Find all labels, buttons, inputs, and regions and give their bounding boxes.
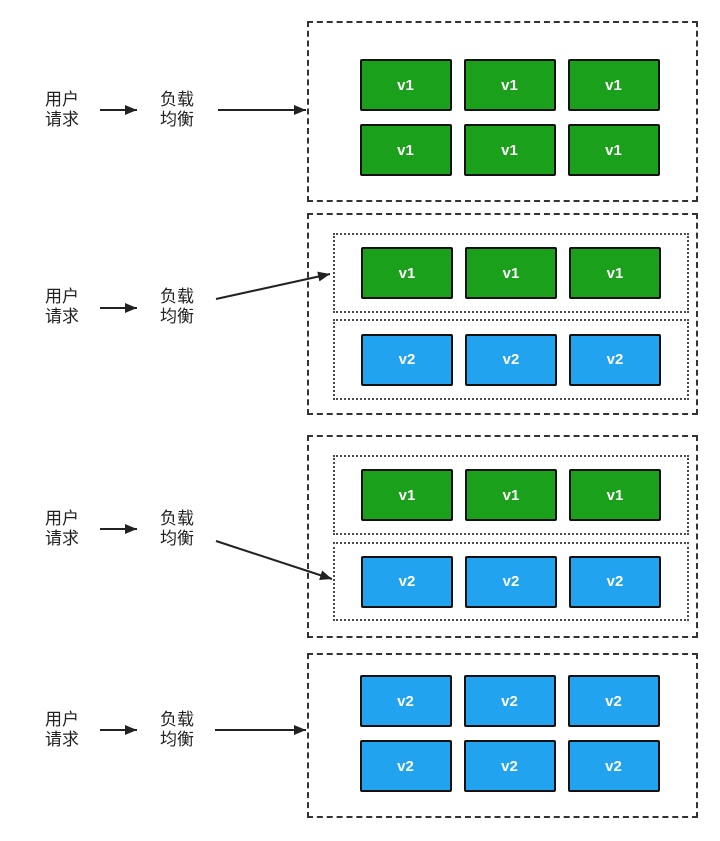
user-request-label: 用户 请求: [45, 287, 79, 327]
server-v2: v2: [567, 740, 660, 792]
server-v2: v2: [463, 740, 556, 792]
user-request-line2: 请求: [45, 529, 79, 548]
server-v1: v1: [361, 469, 453, 521]
user-request-line1: 用户: [45, 509, 79, 528]
server-row: v1 v1 v1: [361, 469, 661, 521]
server-v1: v1: [465, 469, 557, 521]
server-v2: v2: [465, 555, 557, 608]
user-request-line1: 用户: [45, 287, 79, 306]
user-request-line2: 请求: [45, 110, 79, 129]
load-balancer-line2: 均衡: [160, 307, 194, 326]
server-v2: v2: [567, 675, 660, 727]
stage2-v1-group: v1 v1 v1: [333, 233, 689, 313]
stage3-v1-group: v1 v1 v1: [333, 455, 689, 535]
user-request-label: 用户 请求: [45, 509, 79, 549]
load-balancer-label: 负载 均衡: [160, 509, 194, 549]
server-v1: v1: [567, 124, 660, 176]
load-balancer-label: 负载 均衡: [160, 287, 194, 327]
server-v2: v2: [359, 675, 452, 727]
user-request-line2: 请求: [45, 730, 79, 749]
server-v1: v1: [569, 469, 661, 521]
server-v2: v2: [361, 333, 453, 386]
stage2-v2-group: v2 v2 v2: [333, 319, 689, 400]
stage1-server-grid: v1 v1 v1 v1 v1 v1: [323, 23, 696, 176]
stage1-server-pool: v1 v1 v1 v1 v1 v1: [307, 21, 698, 202]
server-v2: v2: [569, 333, 661, 386]
user-request-line2: 请求: [45, 307, 79, 326]
server-v1: v1: [569, 247, 661, 299]
user-request-line1: 用户: [45, 710, 79, 729]
server-v1: v1: [463, 59, 556, 111]
load-balancer-line1: 负载: [160, 710, 194, 729]
user-request-line1: 用户: [45, 90, 79, 109]
server-row: v1 v1 v1: [323, 124, 696, 176]
server-row: v2 v2 v2: [361, 333, 661, 386]
stage3-v2-group: v2 v2 v2: [333, 542, 689, 621]
server-row: v2 v2 v2: [323, 675, 696, 727]
stage2-server-pool: v1 v1 v1 v2 v2 v2: [307, 213, 698, 415]
load-balancer-line2: 均衡: [160, 529, 194, 548]
load-balancer-label: 负载 均衡: [160, 710, 194, 750]
load-balancer-label: 负载 均衡: [160, 90, 194, 130]
server-row: v2 v2 v2: [323, 740, 696, 792]
load-balancer-line2: 均衡: [160, 110, 194, 129]
stage3-server-pool: v1 v1 v1 v2 v2 v2: [307, 435, 698, 638]
server-v2: v2: [569, 555, 661, 608]
load-balancer-line1: 负载: [160, 509, 194, 528]
server-v2: v2: [361, 555, 453, 608]
server-v1: v1: [361, 247, 453, 299]
server-row: v1 v1 v1: [361, 247, 661, 299]
server-v2: v2: [359, 740, 452, 792]
load-balancer-line1: 负载: [160, 287, 194, 306]
server-v2: v2: [463, 675, 556, 727]
server-v1: v1: [567, 59, 660, 111]
server-row: v1 v1 v1: [323, 59, 696, 111]
server-v1: v1: [463, 124, 556, 176]
server-v1: v1: [359, 124, 452, 176]
server-v2: v2: [465, 333, 557, 386]
server-v1: v1: [359, 59, 452, 111]
stage4-server-grid: v2 v2 v2 v2 v2 v2: [323, 655, 696, 792]
load-balancer-line2: 均衡: [160, 730, 194, 749]
user-request-label: 用户 请求: [45, 710, 79, 750]
server-v1: v1: [465, 247, 557, 299]
load-balancer-line1: 负载: [160, 90, 194, 109]
stage4-server-pool: v2 v2 v2 v2 v2 v2: [307, 653, 698, 818]
server-row: v2 v2 v2: [361, 555, 661, 608]
user-request-label: 用户 请求: [45, 90, 79, 130]
